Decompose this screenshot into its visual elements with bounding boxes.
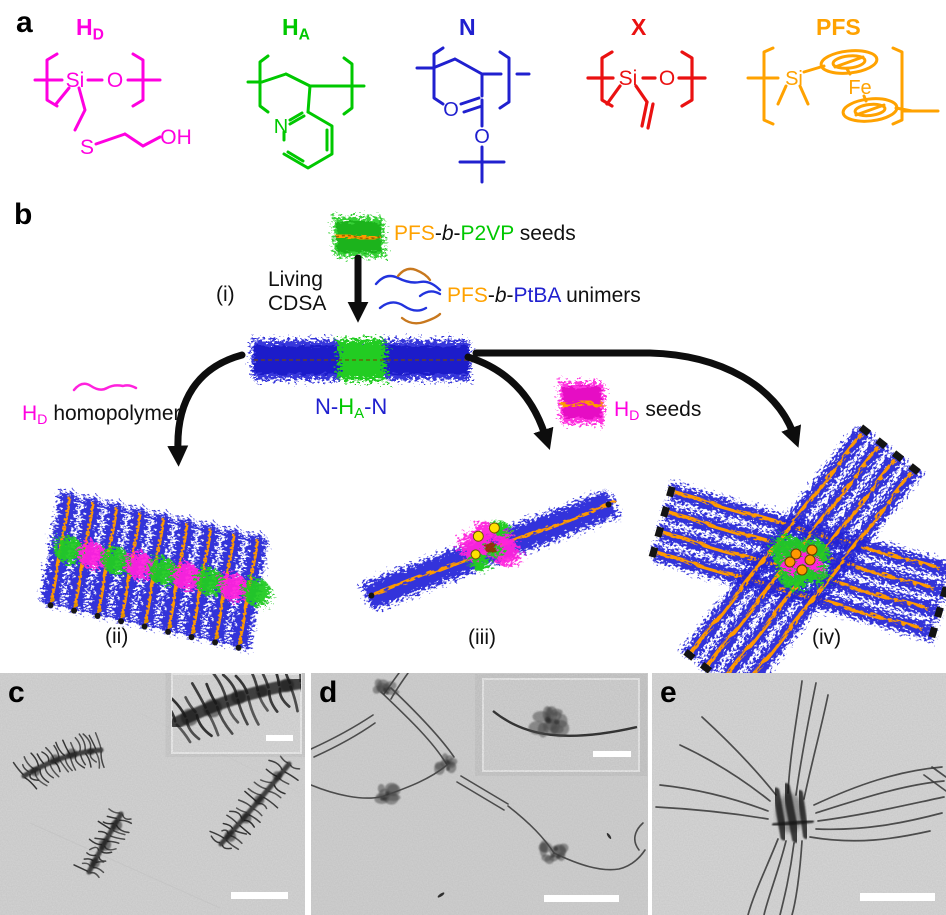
inset-scale-bar-d [593, 751, 631, 757]
structure-iii-graphic [361, 489, 619, 611]
step-iii-label: (iii) [468, 626, 496, 649]
panel-b-label: b [14, 198, 33, 231]
monomer-pfs-title: PFS [816, 14, 861, 40]
inset-scale-bar-c [266, 735, 293, 741]
monomer-ha-title-main: H [282, 14, 299, 40]
atom-si-pfs: Si [785, 68, 803, 90]
hd-seeds-caption: HD seeds [614, 398, 702, 424]
tem-d-inset [482, 678, 640, 772]
step-i-label: (i) [216, 283, 235, 306]
structure-x: Si O [586, 50, 707, 130]
living-cdsa-label: Living CDSA [268, 268, 327, 316]
monomer-ha-title: HA [282, 16, 310, 43]
arrow-to-iii [464, 353, 554, 450]
hd-homopolymer-caption: HD homopolymer [22, 402, 181, 428]
scale-bar-d [544, 895, 619, 902]
monomer-n-title: N [459, 14, 476, 40]
tem-c-inset [171, 673, 302, 754]
atom-si-x: Si [619, 67, 638, 90]
atom-o-ester: O [474, 126, 490, 148]
panel-d-label: d [319, 676, 338, 709]
tem-e-image [652, 673, 946, 915]
atom-o-carbonyl: O [443, 99, 459, 121]
arrow-to-iv [472, 349, 802, 448]
structure-n: O O [415, 46, 531, 184]
triblock-caption: N-HA-N [315, 394, 388, 423]
structure-ha: N [246, 54, 366, 170]
atom-fe: Fe [848, 77, 871, 99]
monomer-x-title: X [631, 14, 647, 40]
step-ii-label: (ii) [105, 625, 129, 648]
scheme-arrows [167, 254, 802, 467]
monomer-hd-title-sub: D [92, 26, 104, 44]
structure-hd: Si O S OH [33, 52, 192, 159]
unimer-caption-ptba: PtBA [513, 284, 561, 307]
seed-caption-pfs: PFS [394, 222, 435, 245]
unimer-caption-pfs: PFS [447, 284, 488, 307]
triblock-micelle [252, 339, 470, 381]
tem-panel-c: c [0, 673, 305, 915]
hd-seed-micelle [560, 382, 605, 424]
hd-homopolymer-squiggle [72, 382, 138, 392]
structure-pfs: Si Fe [746, 46, 940, 126]
atom-o-x: O [659, 67, 675, 90]
atom-oh: OH [160, 126, 192, 149]
unimer-caption: PFS-b-PtBA unimers [447, 284, 641, 307]
seed-caption: PFS-b-P2VP seeds [394, 222, 576, 245]
panel-c-label: c [8, 676, 25, 709]
panel-a-label: a [16, 6, 33, 39]
structure-ii-graphic [40, 491, 271, 651]
atom-si: Si [66, 69, 85, 92]
tem-d-image [311, 673, 648, 915]
monomer-hd-title: HD [76, 16, 104, 43]
structure-iv-graphic [648, 424, 946, 700]
pfs-p2vp-seed-micelle [334, 217, 384, 257]
tem-panel-d: d [311, 673, 648, 915]
scale-bar-c [231, 892, 288, 899]
tem-panel-e: e [652, 673, 946, 915]
unimer-squiggles [374, 267, 442, 325]
step-iv-label: (iv) [812, 626, 842, 649]
atom-s: S [80, 136, 94, 159]
monomer-hd-title-main: H [76, 14, 93, 40]
tem-c-image [0, 673, 305, 915]
monomer-ha-title-sub: A [298, 26, 310, 44]
atom-o: O [107, 69, 123, 92]
arrow-to-ii [167, 351, 246, 467]
panel-e-label: e [660, 676, 677, 709]
seed-caption-p2vp: P2VP [460, 222, 514, 245]
atom-n-pyridine: N [274, 116, 288, 138]
scale-bar-e [860, 893, 935, 901]
